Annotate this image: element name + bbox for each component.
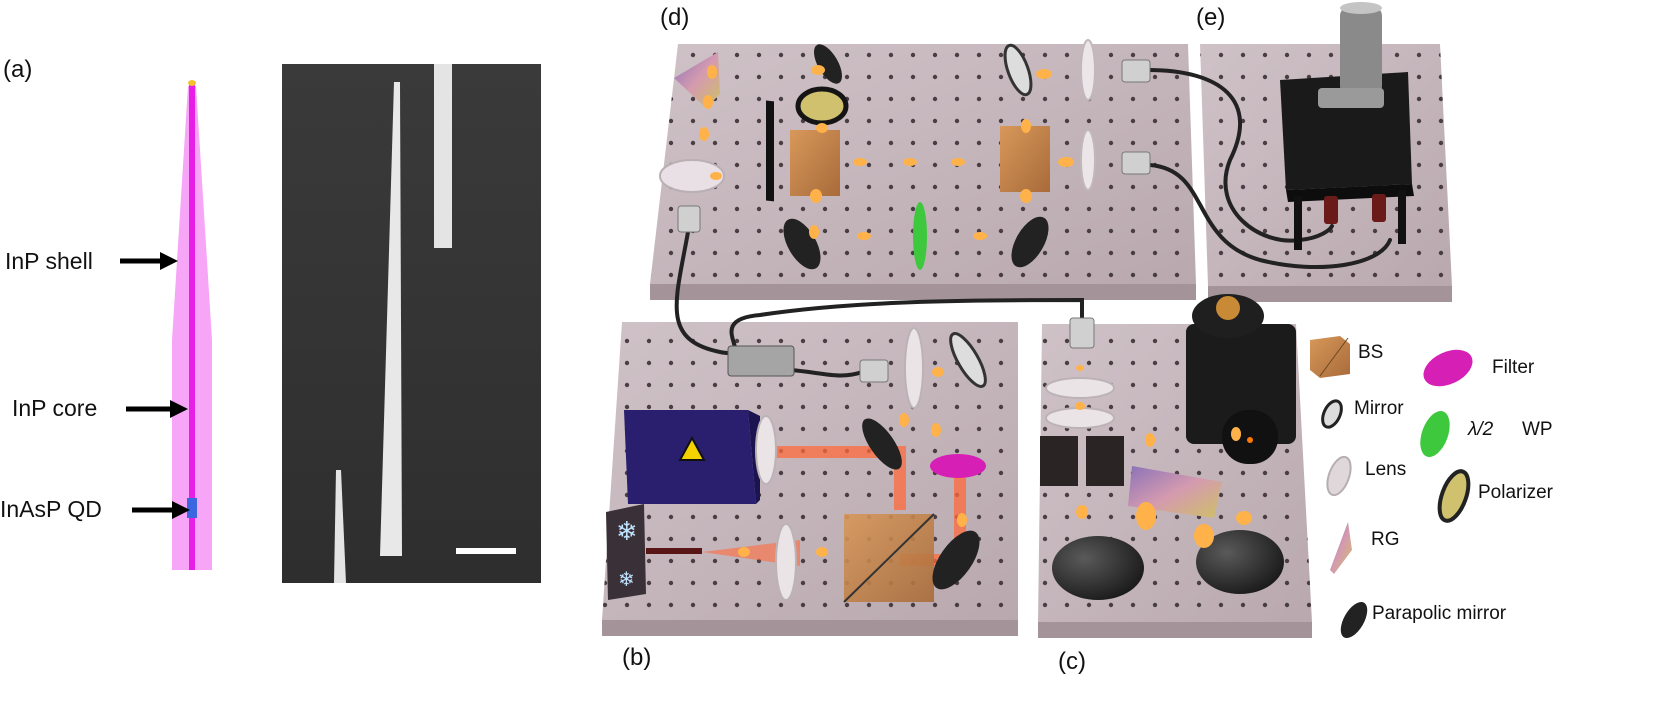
parabolic-mirror-c-left — [1052, 536, 1144, 600]
bs-cube-d-right — [1000, 126, 1050, 192]
slit-c-left — [1040, 436, 1078, 486]
spectrometer-leg-2 — [1398, 190, 1406, 244]
legend-label-filter: Filter — [1492, 357, 1535, 378]
filter-b — [930, 454, 986, 478]
snowflake-icon-2: ❄ — [618, 567, 635, 591]
grating-d — [674, 52, 720, 108]
label-inasp-qd: InAsP QD — [0, 496, 102, 522]
fiber-d-to-e-top — [1146, 68, 1334, 243]
lens-b-upper — [755, 415, 777, 485]
panel-label-a: (a) — [3, 56, 33, 83]
lens-c-bottom — [1045, 407, 1115, 429]
panel-label-d: (d) — [660, 4, 690, 31]
sem-image — [282, 64, 541, 583]
mirror-d-bottom-left — [783, 218, 821, 270]
lens-b-top-right — [904, 327, 924, 409]
bs-cube-d-left — [790, 130, 840, 196]
legend-label-lens: Lens — [1365, 459, 1407, 480]
legend-label-rg: RG — [1371, 529, 1400, 550]
fiber-coupler-d-3 — [677, 205, 701, 233]
slit-d — [766, 100, 774, 202]
polarizer-icon — [1437, 469, 1471, 523]
panel-d-components — [659, 39, 1151, 270]
panel-label-c: (c) — [1058, 648, 1086, 675]
camera-connector — [1216, 296, 1240, 320]
cryostat-body — [606, 504, 646, 600]
legend-label-bs: BS — [1358, 342, 1384, 363]
rg-icon — [1330, 522, 1352, 574]
snowflake-icon: ❄ — [616, 517, 638, 547]
laser-warning-icon — [678, 435, 706, 461]
legend-label-waveplate-symbol: λ/2 — [1468, 419, 1494, 440]
spectrometer-leg-1 — [1294, 196, 1302, 250]
camera-body — [1186, 324, 1296, 444]
panel-b-components: ❄ ❄ — [606, 327, 987, 603]
mirror-b-upper-right — [862, 418, 902, 470]
lens-c-top — [1045, 377, 1115, 399]
parabolic-mirror-icon — [1340, 601, 1368, 639]
mirror-d-top-right — [1003, 43, 1033, 97]
label-inp-core: InP core — [12, 395, 98, 421]
bs-icon — [1310, 336, 1350, 378]
detector-cylinder — [1340, 6, 1382, 96]
inasp-qd-shape — [187, 498, 197, 518]
panel-label-b: (b) — [622, 644, 652, 671]
panel-e-components — [1280, 2, 1414, 250]
inp-core-shape — [189, 84, 195, 570]
arrow-inasp-qd — [132, 501, 190, 519]
legend-icons — [1310, 336, 1473, 639]
fiber-coupler-d-2 — [1121, 151, 1151, 175]
lens-icon — [1326, 455, 1352, 497]
legend-label-parabolic-mirror: Parapolic mirror — [1372, 603, 1507, 624]
spectrometer-port-2 — [1372, 194, 1386, 222]
lens-d-left — [659, 159, 725, 193]
arrow-inp-shell — [120, 252, 178, 270]
mirror-b-lower-right — [932, 530, 980, 590]
fiber-coupler-d-1 — [1121, 59, 1151, 83]
sem-scale-bar — [456, 548, 516, 554]
arrow-inp-core — [126, 400, 188, 418]
sem-nanowire-main — [380, 82, 402, 556]
sem-nanowire-top — [434, 64, 452, 248]
mirror-icon — [1321, 399, 1343, 429]
fiber-splitter-b — [727, 345, 795, 377]
mirror-d-top-left — [814, 44, 842, 84]
fiber-d-to-e-bottom — [1148, 163, 1392, 270]
lens-d-mid-right — [1080, 129, 1096, 191]
legend-label-waveplate: WP — [1522, 419, 1553, 440]
fiber-b-coupler — [788, 368, 864, 378]
spectrometer-port-1 — [1324, 196, 1338, 224]
legend-label-polarizer: Polarizer — [1478, 482, 1553, 503]
waveplate-d — [913, 202, 927, 270]
panel-c-components — [1040, 294, 1296, 600]
label-inp-shell: InP shell — [5, 248, 93, 274]
polarizer-d — [795, 86, 849, 126]
sem-nanowire-bottom — [334, 470, 346, 583]
cold-finger — [646, 548, 702, 554]
mirror-b-top-right — [949, 332, 987, 388]
fiber-coupler-c — [1069, 317, 1095, 349]
lens-d-top-right — [1080, 39, 1096, 101]
filter-icon — [1423, 349, 1473, 387]
fiber-coupler-b — [859, 359, 889, 383]
nanowire-schematic — [120, 80, 212, 570]
catalyst-tip — [188, 80, 196, 86]
waveplate-icon — [1420, 411, 1450, 457]
mirror-d-bottom-right — [1011, 216, 1049, 268]
optical-fibers — [674, 68, 1392, 378]
slit-c-right — [1086, 436, 1124, 486]
panel-label-e: (e) — [1196, 4, 1226, 31]
legend-label-mirror: Mirror — [1354, 398, 1404, 419]
parabolic-mirror-c-right — [1196, 530, 1284, 594]
fiber-d-to-b — [674, 230, 1084, 356]
lens-b-lower — [775, 523, 797, 601]
